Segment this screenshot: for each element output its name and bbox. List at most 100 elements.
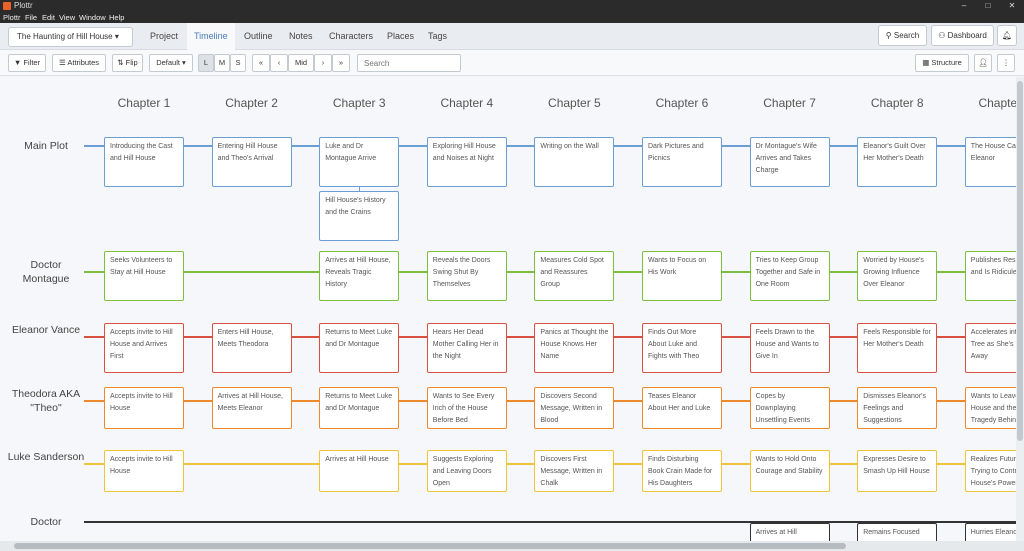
scene-card[interactable]: Expresses Desire to Smash Up Hill House (857, 450, 938, 492)
scroll-next-button[interactable]: › (314, 54, 332, 72)
size-medium-button[interactable]: M (214, 54, 230, 72)
scene-card[interactable]: Tries to Keep Group Together and Safe in… (749, 251, 830, 301)
scene-card[interactable]: Accepts invite to Hill House (104, 387, 184, 429)
timeline-search-input[interactable] (357, 54, 461, 72)
tab-tags[interactable]: Tags (428, 31, 448, 41)
attributes-button[interactable]: ☰ Attributes (52, 54, 106, 72)
size-large-button[interactable]: L (198, 54, 214, 72)
dashboard-button[interactable]: ⚇ Dashboard (931, 25, 994, 46)
structure-button[interactable]: ▦ Structure (915, 54, 969, 72)
tab-outline[interactable]: Outline (244, 31, 273, 41)
scene-card[interactable]: Returns to Meet Luke and Dr Montague (319, 387, 400, 429)
minimize-icon[interactable]: – (961, 1, 967, 10)
scene-card[interactable]: Dr Montague's Wife Arrives and Takes Cha… (749, 137, 830, 187)
scene-card[interactable]: Reveals the Doors Swing Shut By Themselv… (426, 251, 507, 301)
tab-notes[interactable]: Notes (289, 31, 313, 41)
scene-card[interactable]: Dismisses Eleanor's Feelings and Suggest… (857, 387, 938, 429)
more-options-button[interactable]: ⋮ (997, 54, 1015, 72)
scene-card[interactable]: Dark Pictures and Picnics (642, 137, 722, 187)
scene-card[interactable]: Accelerates into a Tree as She's Driving… (964, 323, 1024, 373)
menu-view[interactable]: View (59, 13, 76, 22)
scene-card[interactable]: Hears Her Dead Mother Calling Her in the… (426, 323, 507, 373)
menu-edit[interactable]: Edit (42, 13, 55, 22)
vertical-scrollbar[interactable] (1016, 77, 1024, 541)
scene-card[interactable]: Finds Disturbing Book Crain Made for His… (642, 450, 722, 492)
scene-card[interactable]: Copes by Downplaying Unsettling Events (749, 387, 830, 429)
chapter-header[interactable]: Chapter 8 (870, 96, 924, 110)
plotline-label[interactable]: Eleanor Vance (11, 324, 81, 336)
tab-timeline[interactable]: Timeline (187, 23, 235, 50)
scene-card[interactable]: Eleanor's Guilt Over Her Mother's Death (857, 137, 938, 187)
scroll-first-button[interactable]: « (252, 54, 270, 72)
scroll-prev-button[interactable]: ‹ (270, 54, 288, 72)
horizontal-scroll-thumb[interactable] (14, 543, 846, 549)
menu-file[interactable]: File (25, 13, 38, 22)
chapter-header[interactable]: Chapter 5 (548, 96, 601, 110)
scene-card[interactable]: Introducing the Cast and Hill House (104, 137, 184, 187)
notifications-button[interactable]: 🔔︎ (997, 25, 1017, 46)
scene-card[interactable]: Publishes Results and Is Ridiculed (964, 251, 1024, 301)
scene-card[interactable]: Discovers Second Message, Written in Blo… (534, 387, 615, 429)
chapter-header[interactable]: Chapter 9 (978, 96, 1024, 110)
chapter-header[interactable]: Chapter 4 (440, 96, 494, 110)
scene-card[interactable]: Realizes Future Trying to Control Hill H… (964, 450, 1024, 492)
vertical-scroll-thumb[interactable] (1017, 81, 1023, 441)
plotline-label[interactable]: Main Plot (24, 140, 68, 152)
chapter-header[interactable]: Chapter 1 (117, 96, 171, 110)
scene-card[interactable]: Returns to Meet Luke and Dr Montague (319, 323, 400, 373)
characters-toggle-button[interactable]: 👤︎ (974, 54, 992, 72)
scene-card[interactable]: Measures Cold Spot and Reassures Group (534, 251, 615, 301)
project-select[interactable]: The Haunting of Hill House ▾ (8, 27, 133, 47)
scene-card[interactable]: Writing on the Wall (534, 137, 615, 187)
size-small-button[interactable]: S (230, 54, 246, 72)
scroll-last-button[interactable]: » (332, 54, 350, 72)
scene-card[interactable]: Discovers First Message, Written in Chal… (534, 450, 615, 492)
default-select[interactable]: Default ▾ (149, 54, 193, 72)
scene-card[interactable]: Wants to Focus on His Work (642, 251, 722, 301)
chapter-header[interactable]: Chapter 7 (763, 96, 816, 110)
menu-help[interactable]: Help (109, 13, 125, 22)
scene-card[interactable]: Panics at Thought the House Knows Her Na… (534, 323, 615, 373)
scene-card[interactable]: Feels Drawn to the House and Wants to Gi… (749, 323, 830, 373)
scene-card[interactable]: Arrives at Hill House, Reveals Tragic Hi… (319, 251, 400, 301)
plotline-label[interactable]: Doctor Montague (22, 259, 70, 285)
scene-card[interactable]: Accepts invite to Hill House and Arrives… (104, 323, 184, 373)
scene-card[interactable]: Hill House's History and the Crains (319, 191, 400, 241)
structure-icon: ▦ (922, 58, 930, 67)
chapter-header[interactable]: Chapter 2 (225, 96, 278, 110)
scene-card[interactable]: Luke and Dr Montague Arrive (319, 137, 400, 187)
plotline-label[interactable]: Luke Sanderson (7, 451, 85, 463)
scene-card[interactable]: Arrives at Hill House, Meets Eleanor (211, 387, 292, 429)
flip-button[interactable]: ⇅ Flip (112, 54, 143, 72)
scene-card[interactable]: Feels Responsible for Her Mother's Death (857, 323, 938, 373)
scene-card[interactable]: Seeks Volunteers to Stay at Hill House (104, 251, 184, 301)
menu-window[interactable]: Window (79, 13, 106, 22)
scene-card[interactable]: Wants to See Every Inch of the House Bef… (426, 387, 507, 429)
scene-card[interactable]: Enters Hill House, Meets Theodora (211, 323, 292, 373)
menu-plottr[interactable]: Plottr (3, 13, 21, 22)
maximize-icon[interactable]: □ (985, 1, 991, 10)
scene-card[interactable]: Wants to Leave the House and the Tragedy… (964, 387, 1024, 429)
scene-card[interactable]: Accepts invite to Hill House (104, 450, 184, 492)
search-button[interactable]: ⚲ Search (878, 25, 927, 46)
scene-card[interactable]: Worried by House's Growing Influence Ove… (857, 251, 938, 301)
tab-places[interactable]: Places (387, 31, 415, 41)
scroll-mid-button[interactable]: Mid (288, 54, 314, 72)
chapter-header[interactable]: Chapter 3 (332, 96, 386, 110)
scene-card[interactable]: Arrives at Hill House (319, 450, 400, 492)
filter-button[interactable]: ▼ Filter (8, 54, 46, 72)
tab-characters[interactable]: Characters (329, 31, 374, 41)
scene-card[interactable]: The House Calls Eleanor (964, 137, 1024, 187)
scene-card[interactable]: Wants to Hold Onto Courage and Stability (749, 450, 830, 492)
tab-project[interactable]: Project (150, 31, 179, 41)
scene-card[interactable]: Suggests Exploring and Leaving Doors Ope… (426, 450, 507, 492)
scene-card[interactable]: Entering Hill House and Theo's Arrival (211, 137, 292, 187)
plotline-label[interactable]: Doctor (30, 516, 62, 528)
scene-card[interactable]: Exploring Hill House and Noises at Night (426, 137, 507, 187)
chapter-header[interactable]: Chapter 6 (655, 96, 709, 110)
plotline-label[interactable]: Theodora AKA "Theo" (11, 388, 81, 414)
close-icon[interactable]: ✕ (1008, 1, 1016, 10)
scene-card[interactable]: Teases Eleanor About Her and Luke (642, 387, 722, 429)
scene-card[interactable]: Finds Out More About Luke and Fights wit… (642, 323, 722, 373)
horizontal-scrollbar[interactable] (0, 541, 1024, 551)
